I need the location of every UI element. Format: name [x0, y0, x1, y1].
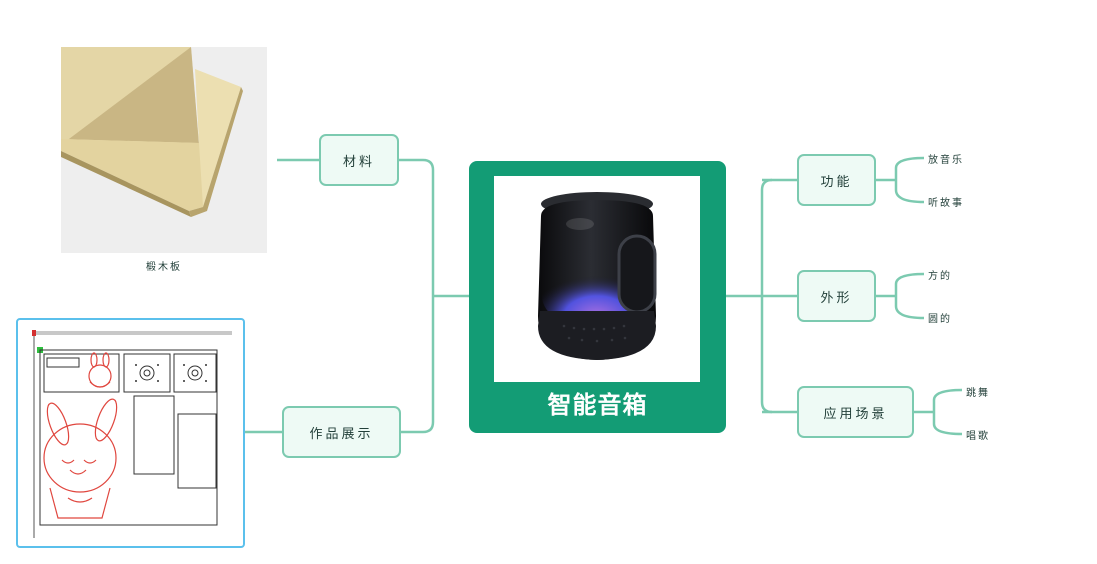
leaf-dance[interactable]: 跳舞 [966, 388, 990, 399]
smart-speaker-image [494, 176, 700, 382]
branch-label-function: 功能 [820, 174, 853, 190]
plywood-image [61, 47, 267, 253]
branch-label-showcase: 作品展示 [309, 426, 374, 442]
branch-node-shape[interactable]: 外形 [797, 270, 876, 322]
central-topic[interactable]: 智能音箱 [469, 161, 726, 433]
leaf-sing[interactable]: 唱歌 [966, 431, 990, 442]
smart-speaker-icon [538, 192, 657, 360]
central-title: 智能音箱 [547, 391, 648, 419]
showcase-image [16, 318, 245, 548]
branch-node-showcase[interactable]: 作品展示 [282, 406, 401, 458]
branch-node-scenarios[interactable]: 应用场景 [797, 386, 914, 438]
branch-node-materials[interactable]: 材料 [319, 134, 399, 186]
leaf-round[interactable]: 圆的 [928, 314, 952, 325]
branch-label-scenarios: 应用场景 [823, 406, 888, 422]
leaf-listen-story[interactable]: 听故事 [928, 198, 964, 209]
plywood-boards-icon [61, 47, 243, 217]
laser-cut-layout-icon [32, 330, 232, 538]
leaf-play-music[interactable]: 放音乐 [928, 155, 964, 166]
branch-label-materials: 材料 [342, 154, 375, 170]
leaf-square[interactable]: 方的 [928, 271, 952, 282]
plywood-caption: 椴木板 [146, 262, 182, 273]
branch-label-shape: 外形 [820, 290, 853, 306]
branch-node-function[interactable]: 功能 [797, 154, 876, 206]
